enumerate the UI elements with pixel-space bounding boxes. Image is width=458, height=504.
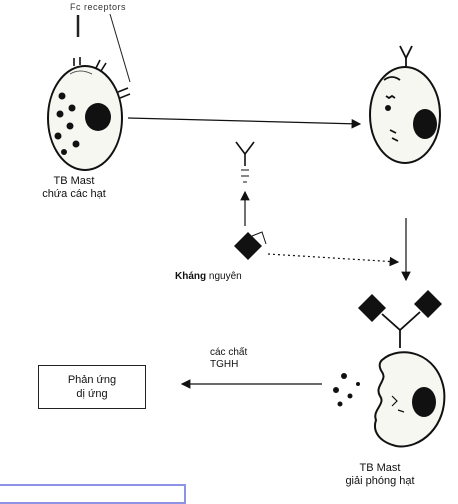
mast-cell-top-label: TB Mast chứa các hạt bbox=[14, 175, 134, 200]
reaction-line1: Phản ứng bbox=[67, 373, 117, 386]
mast-cell-bottom-subtitle: giải phóng hạt bbox=[345, 474, 415, 487]
mast-cell-bottom-label: TB Mast giải phóng hạt bbox=[320, 462, 440, 487]
antigen-label-rest: nguyên bbox=[208, 271, 242, 282]
antigen-antibody-complex-icon bbox=[358, 290, 442, 348]
mast-cell-sensitized bbox=[369, 45, 441, 164]
fc-receptors-label: Fc receptors bbox=[70, 2, 127, 12]
antigen-label: Kháng nguyên bbox=[175, 271, 242, 283]
mast-cell-top-subtitle: chứa các hạt bbox=[42, 187, 106, 200]
ige-antibody-icon bbox=[235, 141, 255, 183]
reaction-line2: dị ứng bbox=[76, 388, 108, 400]
mediators-label: các chất TGHH bbox=[210, 347, 247, 370]
selection-overlay-box bbox=[0, 484, 186, 504]
fc-receptor-pointers bbox=[76, 13, 131, 83]
mast-cell-bottom-title: TB Mast bbox=[359, 462, 401, 474]
allergic-reaction-box: Phản ứng dị ứng bbox=[38, 365, 146, 409]
antigen-icon bbox=[234, 231, 267, 260]
mast-cell-with-granules bbox=[47, 57, 131, 171]
mediators-line2: TGHH bbox=[210, 358, 239, 370]
mast-cell-top-title: TB Mast bbox=[53, 175, 95, 187]
antigen-label-bold: Kháng bbox=[175, 271, 207, 282]
mediators-line1: các chất bbox=[210, 347, 248, 358]
arrow-antigen-to-complex bbox=[267, 253, 400, 267]
arrow-sensitization bbox=[127, 117, 362, 129]
mast-cell-degranulating bbox=[333, 351, 446, 448]
